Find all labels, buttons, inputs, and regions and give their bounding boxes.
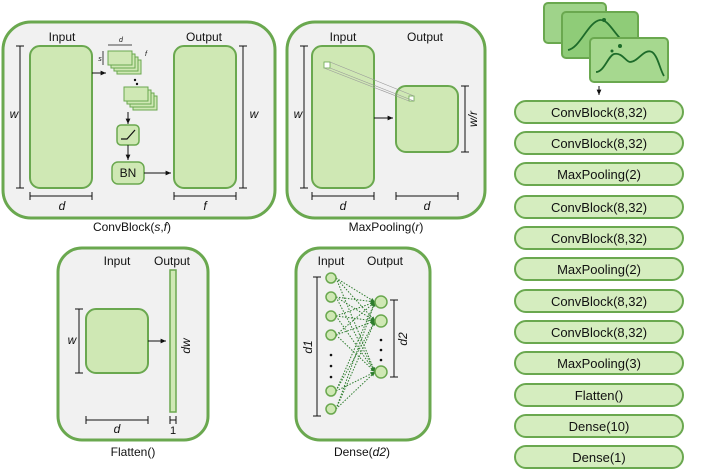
dense-connection: [335, 320, 376, 410]
filter-s-label: s: [98, 56, 102, 63]
dense-output-neuron: [374, 365, 388, 379]
dense-connection: [335, 296, 376, 304]
bn-label: BN: [120, 166, 137, 180]
dense-input-neuron: [325, 310, 337, 322]
convblock-f-label: f: [203, 199, 208, 213]
filter-f-label: f: [145, 51, 148, 58]
dense-input-neuron: [325, 272, 337, 284]
maxpool-input-label: Input: [330, 30, 357, 44]
flatten-output-vector: [169, 269, 177, 413]
model-layer: ConvBlock(8,32): [514, 195, 684, 219]
input-image-stack: [543, 2, 669, 95]
dense-connection: [335, 301, 376, 336]
dense-connection: [335, 301, 376, 392]
model-layer: MaxPooling(2): [514, 162, 684, 186]
model-layer: ConvBlock(8,32): [514, 131, 684, 155]
dense-connection: [335, 277, 376, 322]
maxpool-output-label: Output: [407, 30, 444, 44]
dense-d1-label: d1: [301, 340, 315, 353]
flatten-one-label: 1: [170, 425, 176, 437]
maxpool-w-label: w: [294, 107, 304, 121]
dense-connection: [335, 296, 376, 373]
dense-connection: [335, 301, 376, 410]
dense-input-neuron: [325, 329, 337, 341]
dense-connection: [335, 277, 376, 373]
convblock-input-block: [29, 45, 93, 189]
model-layer: ConvBlock(8,32): [514, 289, 684, 313]
model-layer: Dense(1): [514, 445, 684, 469]
dense-connection: [335, 320, 376, 392]
dense-d2-label: d2: [396, 332, 410, 346]
dense-input-neuron: [325, 385, 337, 397]
dense-neurons: [325, 272, 388, 415]
pool-window: [323, 61, 331, 69]
maxpool-output-block: [395, 85, 459, 153]
flatten-output-label: Output: [154, 254, 191, 268]
dense-connection: [335, 320, 376, 336]
flatten-panel: Input Output w d dw 1 Flatten(): [56, 246, 210, 459]
flatten-d-label: d: [114, 422, 121, 436]
ellipsis-dot: [379, 358, 383, 362]
dense-output-neuron: [374, 314, 388, 328]
pool-output-cell: [408, 95, 415, 102]
input-image-front: [589, 37, 669, 83]
filter-d-label: d: [119, 37, 124, 44]
dense-output-neuron: [374, 295, 388, 309]
flatten-w-label: w: [68, 333, 78, 347]
dense-output-label: Output: [367, 254, 404, 268]
maxpool-wr-label: w/r: [466, 110, 480, 127]
maxpool-d-label: d: [340, 199, 347, 213]
dense-input-label: Input: [318, 254, 345, 268]
flatten-caption: Flatten(): [111, 445, 156, 459]
model-layer: ConvBlock(8,32): [514, 226, 684, 250]
convblock-w-right-label: w: [250, 107, 260, 121]
model-layer: ConvBlock(8,32): [514, 320, 684, 344]
dense-connection: [335, 315, 376, 323]
ellipsis-dot: [329, 364, 333, 368]
ellipsis-dot: [329, 375, 333, 379]
convblock-d-label: d: [59, 199, 66, 213]
model-layer: ConvBlock(8,32): [514, 100, 684, 124]
filter-stack-bottom: [123, 86, 158, 111]
dense-caption: Dense(d2): [334, 445, 390, 459]
relu-icon: [121, 129, 136, 140]
dense-panel: Input Output d1 d2 Dense(d2): [294, 246, 432, 459]
dense-input-neuron: [325, 291, 337, 303]
activation-box: [116, 124, 140, 146]
convblock-input-label: Input: [49, 30, 76, 44]
flatten-input-label: Input: [104, 254, 131, 268]
ellipsis-dot: [329, 353, 333, 357]
convblock-w-label: w: [10, 107, 20, 121]
maxpool-caption: MaxPooling(r): [349, 220, 424, 234]
model-layer: MaxPooling(3): [514, 351, 684, 375]
dense-connection: [335, 315, 376, 373]
model-layer: MaxPooling(2): [514, 257, 684, 281]
convblock-output-label: Output: [186, 30, 223, 44]
maxpool-d-out-label: d: [424, 199, 431, 213]
model-layer: Flatten(): [514, 383, 684, 407]
convblock-output-block: [173, 45, 237, 189]
dense-connection: [335, 371, 376, 392]
dense-input-neuron: [325, 403, 337, 415]
ellipsis-dot: [379, 338, 383, 342]
flatten-dw-label: dw: [179, 337, 193, 354]
dense-connections: [335, 277, 376, 410]
maxpool-panel: Input Output w d w/r d MaxPooling(r): [285, 20, 487, 234]
flatten-input-block: [85, 308, 149, 374]
ellipsis-dot: [379, 348, 383, 352]
model-layer: Dense(10): [514, 414, 684, 438]
convblock-panel: Input Output w d w f d s: [1, 20, 277, 234]
filter-stack-top: [107, 50, 142, 75]
convblock-caption: ConvBlock(s,f): [93, 220, 171, 234]
dense-connection: [335, 301, 376, 317]
